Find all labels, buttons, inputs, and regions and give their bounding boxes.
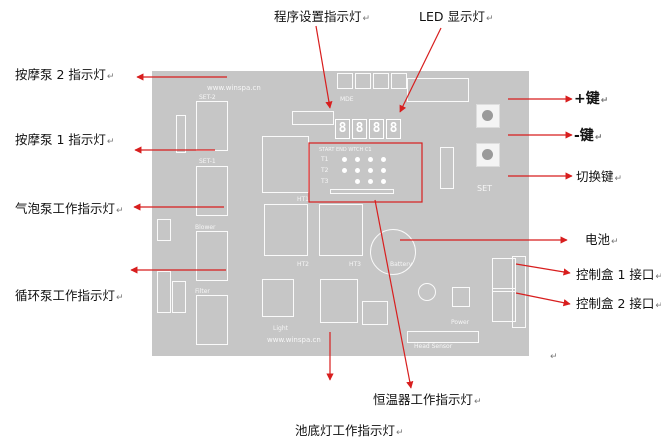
control-box-2-port bbox=[492, 288, 516, 322]
label-led-display: LED 显示灯↵ bbox=[419, 9, 494, 25]
led-bar bbox=[330, 189, 394, 194]
plus-key-button[interactable] bbox=[476, 104, 500, 128]
seven-segment-digit-4: 8 bbox=[386, 119, 401, 139]
label-minus-key: -键↵ bbox=[574, 128, 603, 144]
control-box-1-port bbox=[492, 258, 516, 292]
paragraph-mark: ↵ bbox=[550, 352, 558, 362]
top-connector-4 bbox=[391, 73, 407, 89]
seven-segment-digit-2: 8 bbox=[352, 119, 367, 139]
power-connector bbox=[452, 287, 470, 307]
top-connector-3 bbox=[373, 73, 389, 89]
seven-segment-digit-1: 8 bbox=[335, 119, 350, 139]
led-dot bbox=[355, 168, 360, 173]
silk-t2: T2 bbox=[321, 167, 329, 174]
arrow-program-indicator bbox=[315, 25, 333, 109]
led-row-top bbox=[407, 78, 469, 102]
led-dot bbox=[342, 168, 347, 173]
bottom-header bbox=[407, 331, 479, 343]
led-header-text: START END WTCH C1 bbox=[319, 147, 372, 153]
silk-set1: SET-1 bbox=[199, 158, 216, 165]
seven-segment-digit-3: 8 bbox=[369, 119, 384, 139]
minus-key-button[interactable] bbox=[476, 143, 500, 167]
silk-set-key: SET bbox=[477, 184, 493, 193]
connector-right-of-leds bbox=[440, 147, 454, 189]
silk-t3: T3 bbox=[321, 178, 329, 185]
led-dot bbox=[381, 157, 386, 162]
board-url-bottom: www.winspa.cn bbox=[267, 336, 321, 344]
transformer-2 bbox=[320, 279, 358, 323]
label-plus-key: +键↵ bbox=[574, 91, 609, 107]
side-connector-2 bbox=[157, 271, 171, 313]
side-connector-1 bbox=[157, 219, 171, 241]
silk-blower: Blower bbox=[195, 224, 216, 231]
silk-ht3: HT3 bbox=[349, 261, 361, 268]
label-pool-light: 池底灯工作指示灯↵ bbox=[295, 423, 404, 439]
led-group-highlight-box bbox=[308, 142, 423, 203]
label-battery: 电池↵ bbox=[585, 232, 619, 248]
pin-header bbox=[292, 111, 334, 125]
silk-t1: T1 bbox=[321, 156, 329, 163]
led-dot bbox=[381, 168, 386, 173]
capacitor bbox=[418, 283, 436, 301]
arrow-heater bbox=[374, 199, 414, 389]
arrow-control-box-1 bbox=[515, 263, 571, 276]
relay-circulation-pump bbox=[196, 295, 228, 345]
silk-ht1: HT1 bbox=[297, 196, 309, 203]
relay-bubble-pump bbox=[196, 231, 228, 281]
silk-mode: MDE bbox=[340, 96, 354, 103]
silk-ht2: HT2 bbox=[297, 261, 309, 268]
side-connector-3 bbox=[172, 281, 186, 313]
label-control-box-2: 控制盒 2 接口↵ bbox=[576, 296, 661, 312]
relay-ht3 bbox=[319, 204, 363, 256]
relay-massage-pump-1 bbox=[196, 166, 228, 216]
led-dot bbox=[355, 179, 360, 184]
board-url-top: www.winspa.cn bbox=[207, 84, 261, 92]
silk-filter: Filter bbox=[195, 288, 210, 295]
led-dot bbox=[368, 157, 373, 162]
transformer-1 bbox=[262, 279, 294, 317]
label-massage-pump-2: 按摩泵 2 指示灯↵ bbox=[15, 67, 115, 83]
silk-light: Light bbox=[273, 325, 288, 332]
led-dot bbox=[381, 179, 386, 184]
control-board: www.winspa.cn SET-2 SET-1 Blower Filter … bbox=[152, 71, 529, 356]
right-connector-strip bbox=[512, 256, 526, 328]
label-bubble-pump: 气泡泵工作指示灯↵ bbox=[15, 201, 124, 217]
fuse bbox=[362, 301, 388, 325]
label-switch-key: 切换键↵ bbox=[576, 169, 623, 185]
label-control-box-1: 控制盒 1 接口↵ bbox=[576, 267, 661, 283]
led-dot bbox=[368, 168, 373, 173]
arrow-control-box-2 bbox=[515, 292, 571, 307]
label-program-indicator: 程序设置指示灯↵ bbox=[274, 9, 371, 25]
arrow-led-display bbox=[399, 27, 442, 113]
label-massage-pump-1: 按摩泵 1 指示灯↵ bbox=[15, 132, 115, 148]
label-heater-indicator: 恒温器工作指示灯↵ bbox=[373, 392, 482, 408]
led-dot bbox=[368, 179, 373, 184]
led-dot bbox=[355, 157, 360, 162]
label-circulation-pump: 循环泵工作指示灯↵ bbox=[15, 288, 124, 304]
silk-set2: SET-2 bbox=[199, 94, 216, 101]
battery-holder bbox=[370, 229, 416, 275]
top-connector-2 bbox=[355, 73, 371, 89]
led-dot bbox=[342, 157, 347, 162]
silk-bottom-connector: Head Sensor bbox=[414, 343, 453, 350]
silk-power: Power bbox=[451, 319, 470, 326]
relay-ht2 bbox=[264, 204, 308, 256]
top-connector-1 bbox=[337, 73, 353, 89]
indicator-massage-pump-1-strip bbox=[176, 115, 186, 153]
